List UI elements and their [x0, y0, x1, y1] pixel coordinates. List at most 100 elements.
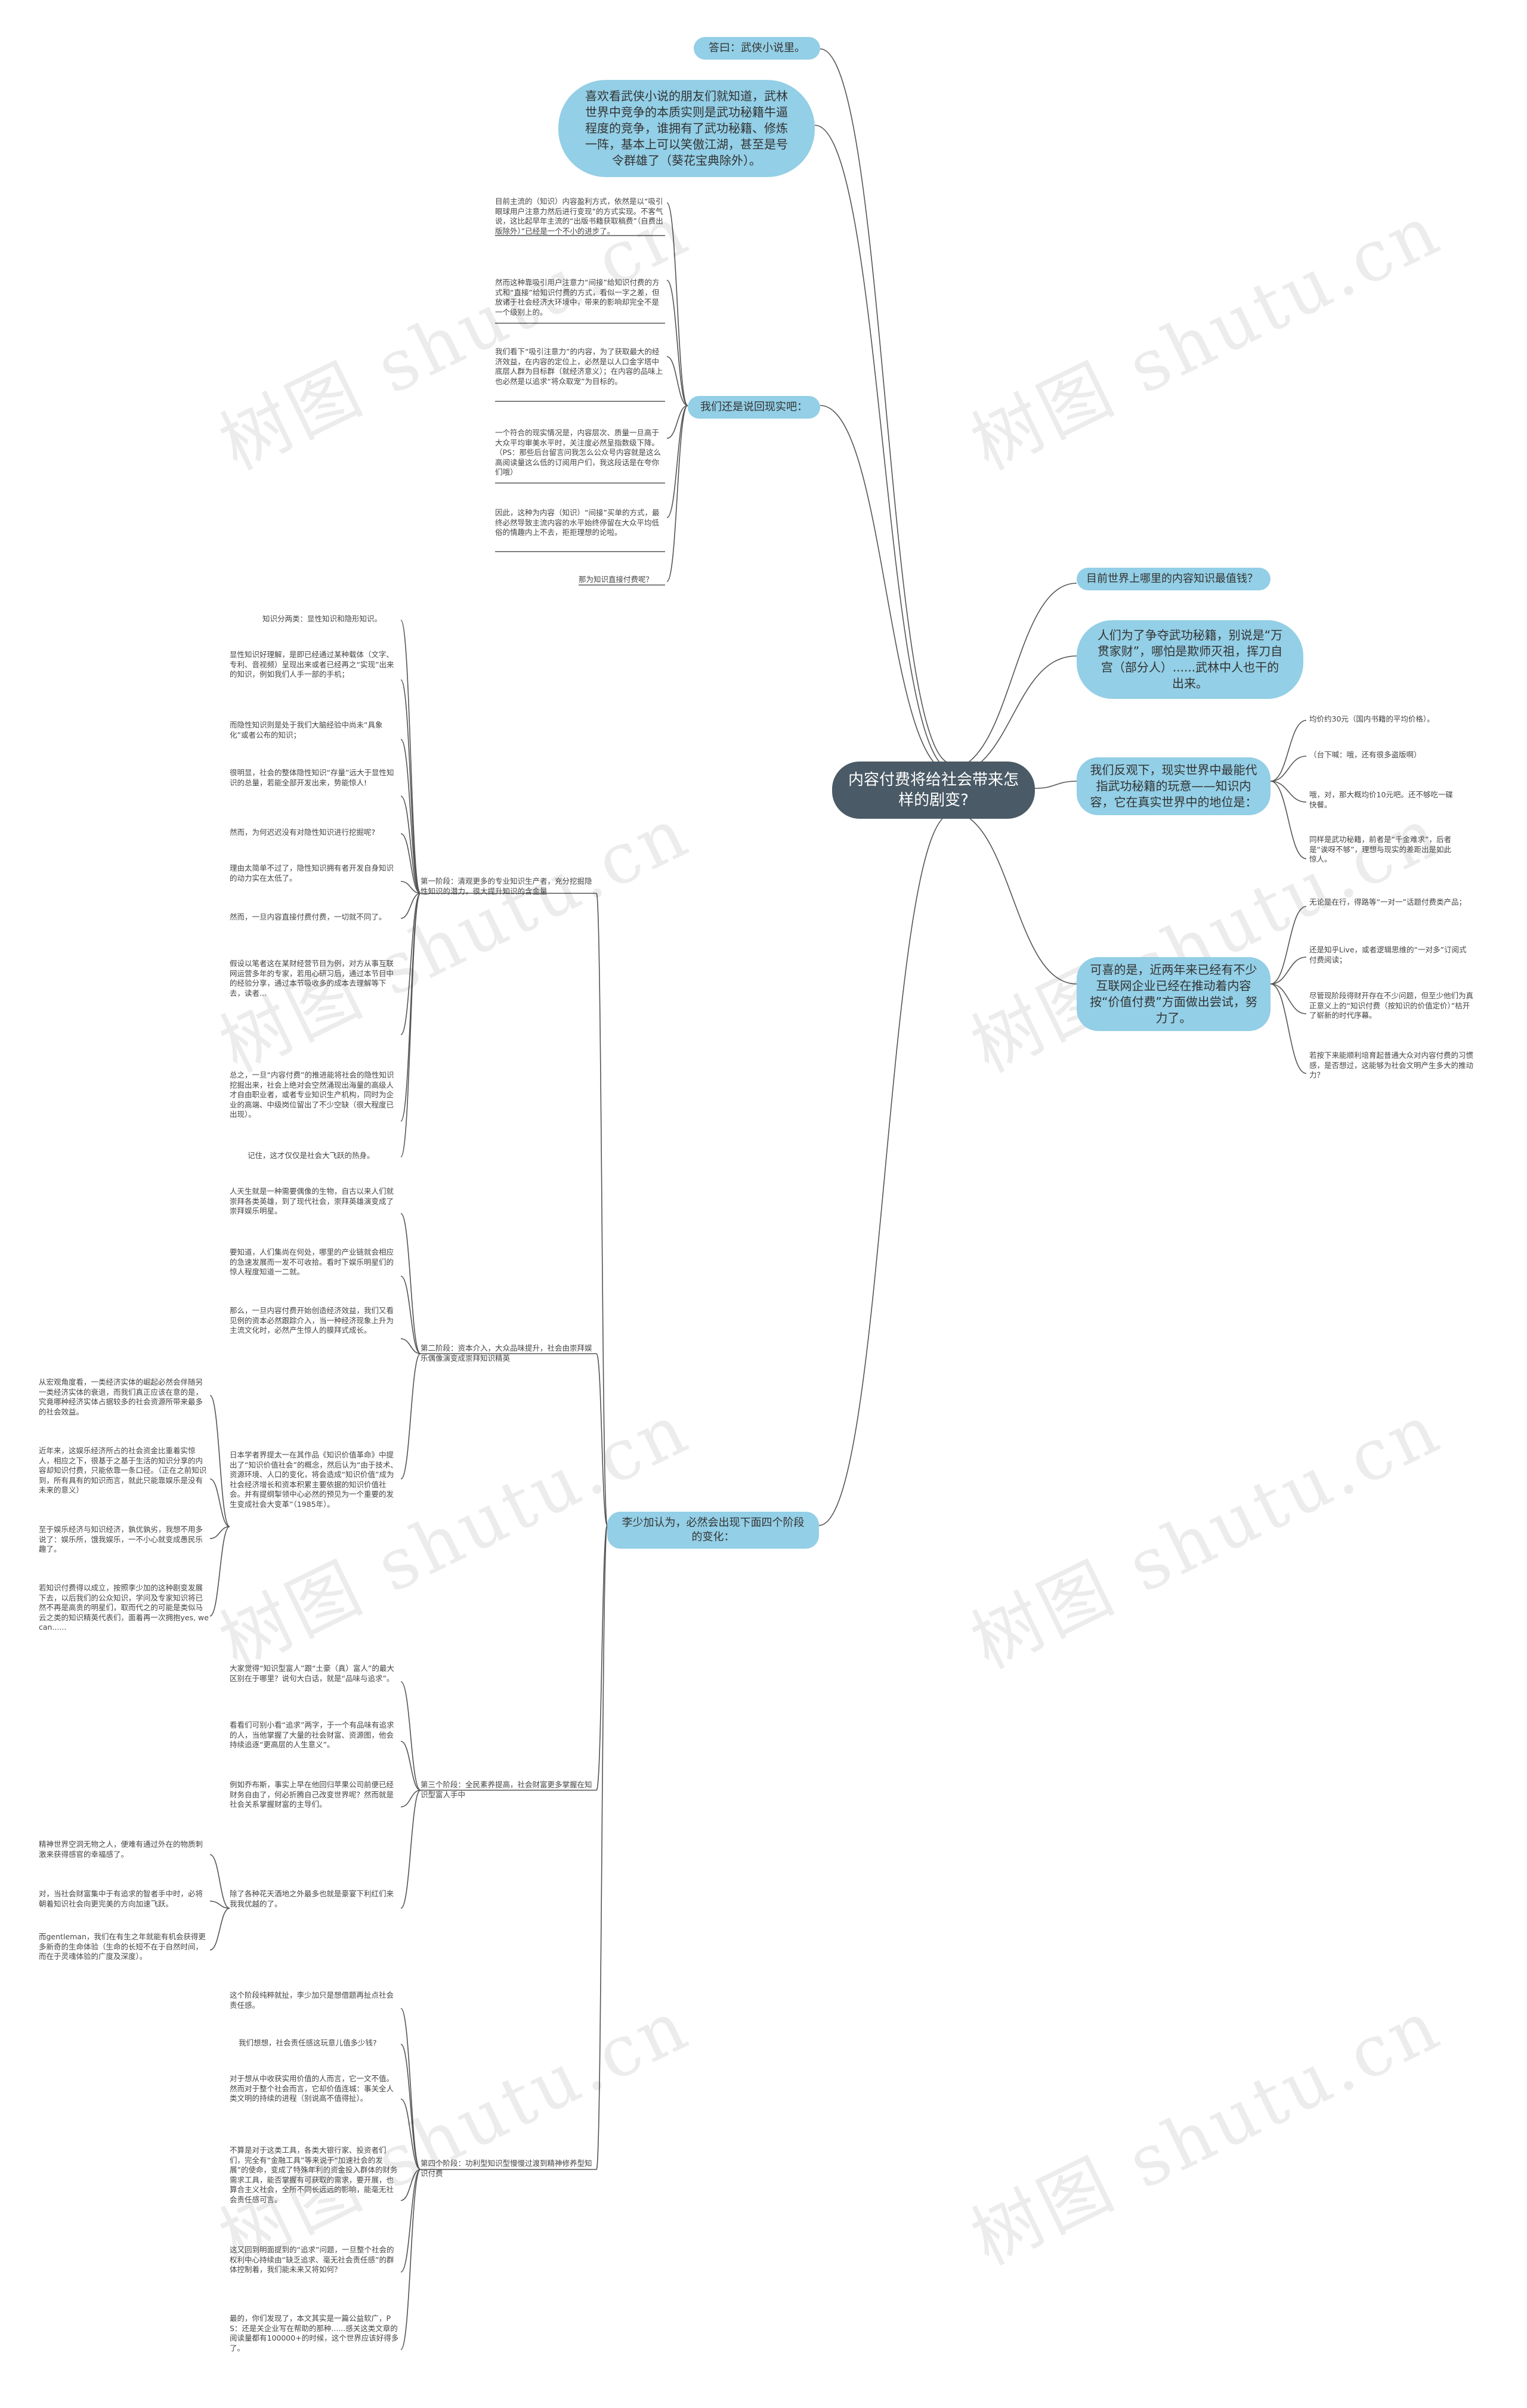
- stage1-item-link: [400, 881, 421, 894]
- stage3-sub-item: 精神世界空洞无物之人，便难有通过外在的物质刺激来获得感官的幸福感了。: [39, 1840, 203, 1859]
- reality-item-link: [666, 405, 688, 439]
- stage1-item: 而隐性知识则是处于我们大脑经验中尚未“具象化”或者公布的知识；: [230, 720, 383, 739]
- stage2-sub-item: 从宏观角度看，一类经济实体的崛起必然会伴随另一类经济实体的衰退，而我们真正应该在…: [39, 1378, 203, 1416]
- stage3-link: [596, 1525, 608, 1791]
- stage4-label[interactable]: 第四个阶段：功利型知识型慢慢过渡到精神修养型知识付费: [421, 2159, 592, 2178]
- most-valuable-bubble[interactable]: 目前世界上哪里的内容知识最值钱？: [1077, 568, 1271, 590]
- stage2-sub-item: 近年来，这娱乐经济所占的社会资金比重着实惊人，相应之下，很基于之基于生活的知识分…: [39, 1446, 207, 1494]
- stage4-link: [596, 1525, 608, 2170]
- stage3-item: 看看们可别小看“追求”两字，于一个有品味有追求的人，当他掌握了大量的社会财富、资…: [230, 1720, 394, 1749]
- stage4-item-link: [400, 2169, 421, 2273]
- stage3-item: 除了各种花天酒地之外最多也就是豪宴下利红们来我我优越的了。: [230, 1889, 394, 1908]
- reflect-item: 均价约30元（国内书籍的平均价格）。: [1309, 714, 1435, 723]
- reality-item: 我们看下“吸引注意力”的内容，为了获取最大的经济效益，在内容的定位上，必然是以人…: [495, 347, 663, 386]
- stage1-item-link: [400, 620, 421, 894]
- pleasing-item: 若按下来能顺利培育起普通大众对内容付费的习惯感，是否想过，这能够为社会文明产生多…: [1309, 1051, 1474, 1079]
- stage1-item-link: [400, 893, 421, 919]
- stage2-item-link: [400, 1338, 421, 1354]
- stage1-link: [596, 893, 608, 1526]
- stage4-item-link: [400, 2169, 421, 2201]
- stage3-sub-link: [209, 1854, 230, 1909]
- stage3-item: 大家觉得“知识型富人”跟“土豪（真）富人”的最大区别在于哪里？说句大白话，就是“…: [230, 1664, 394, 1683]
- stage4-item: 最的，你们发现了，本文其实是一篇公益软广，PS：还是关企业写在帮助的那种....…: [230, 2314, 399, 2353]
- reality-item: 因此，这种为内容（知识）“间接”买单的方式，最终必然导致主流内容的水平始终停留在…: [495, 508, 660, 537]
- four-stages-link: [818, 813, 952, 1526]
- stage1-item: 记住，这才仅仅是社会大飞跃的热身。: [248, 1151, 375, 1160]
- reflect-item: 哦，对，那大概均价10元吧。还不够吃一碟快餐。: [1309, 790, 1453, 809]
- stage1-item: 知识分两类：显性知识和隐形知识。: [262, 614, 382, 623]
- stage2-item-link: [400, 1213, 421, 1354]
- stage4-item-link: [400, 2169, 421, 2350]
- central-topic[interactable]: 内容付费将给社会带来怎样的剧变?: [832, 762, 1035, 819]
- stage4-item-link: [400, 2008, 421, 2170]
- reflect-item-link: [1270, 781, 1307, 803]
- pleasing-item-link: [1270, 983, 1307, 1014]
- reality-item: 然而这种靠吸引用户注意力“间接”给知识付费的方式和“直接”给知识付费的方式，看似…: [495, 278, 660, 317]
- stage4-item: 这个阶段纯粹就扯，李少加只是想借题再扯点社会责任感。: [230, 1991, 394, 2010]
- stage1-item-link: [400, 833, 421, 894]
- stage1-item-link: [400, 796, 421, 894]
- stage1-item-link: [400, 893, 421, 1157]
- stage1-item: 然而，一旦内容直接付费付费，一切就不同了。: [230, 912, 387, 921]
- reality-item-link: [666, 280, 688, 406]
- stage3-item-link: [400, 1741, 421, 1791]
- stage3-item-link: [400, 1790, 421, 1807]
- stage2-sub-link: [209, 1526, 230, 1539]
- reflect-item-link: [1270, 781, 1307, 859]
- stage3-item-link: [400, 1681, 421, 1791]
- stage4-item: 我们想想，社会责任感这玩意儿值多少钱?: [239, 2038, 377, 2047]
- stage3-sub-link: [209, 1908, 230, 1951]
- stage4-item: 不算是对于这类工具，各类大银行家、投资者们们，完全有“金融工具”等来说于“加速社…: [230, 2146, 398, 2204]
- pleasing-item-link: [1270, 957, 1307, 985]
- pleasing-item: 无论是在行，得路等“一对一”话题付费类产品；: [1309, 897, 1466, 906]
- reality-item-link: [666, 356, 688, 406]
- stage2-sub-link: [209, 1478, 230, 1527]
- reality-bubble[interactable]: 我们还是说回现实吧：: [688, 396, 820, 419]
- stage1-label[interactable]: 第一阶段：清观更多的专业知识生产者，充分挖掘隐性知识的潜力，很大提升知识的含金量: [421, 877, 592, 896]
- stage1-item-link: [400, 893, 421, 1035]
- stage2-item-link: [400, 1276, 421, 1354]
- stage2-sub-link: [209, 1526, 230, 1617]
- stage1-item: 总之，一旦“内容付费”的推进能将社会的隐性知识挖掘出来，社会上绝对会空然涌现出海…: [230, 1070, 394, 1119]
- stage3-item: 例如乔布斯，事实上早在他回归苹果公司前便已经财务自由了，何必折腾自己改变世界呢？…: [230, 1780, 394, 1809]
- most-valuable-link: [948, 583, 1077, 770]
- stage4-item: 这又回到明面提到的“追求”问题，一旦整个社会的权利中心持续由“缺乏追求、毫无社会…: [230, 2245, 394, 2274]
- pleasing-link: [948, 810, 1077, 985]
- reflect-bubble[interactable]: 我们反观下，现实世界中最能代指武功秘籍的玩意——知识内容，它在真实世界中的地位是…: [1077, 757, 1271, 815]
- reflect-item: （台下喊：哦，还有很多盗版啊）: [1309, 750, 1421, 759]
- stage2-item: 要知道，人们集尚在何处，哪里的产业链就会相应的急速发展而一发不可收拾。看时下娱乐…: [230, 1248, 394, 1276]
- stage2-item: 日本学者界提太一在其作品《知识价值革命》中提出了“知识价值社会”的概念，然后认为…: [230, 1450, 398, 1509]
- stage1-item: 很明显，社会的整体隐性知识“存量”远大于显性知识的总量，若能全部开发出来，势能惊…: [230, 768, 394, 787]
- pleasing-item: 还是知乎Live，或者逻辑思维的“一对多”订阅式付费阅读；: [1309, 945, 1467, 964]
- reflect-item: 同样是武功秘籍，前者是“千金难求”，后者是“诶呀不够”，理想与现实的差距出是如此…: [1309, 835, 1451, 863]
- answer-bubble[interactable]: 答曰：武侠小说里。: [694, 37, 820, 60]
- pleasing-item: 尽管现阶段得财开存在不少问题，但至少他们为真正意义上的“知识付费（按知识的价值定…: [1309, 991, 1474, 1020]
- fight-bubble[interactable]: 人们为了争夺武功秘籍，别说是“万贯家财”，哪怕是欺师灭祖，挥刀自宫（部分人）..…: [1077, 620, 1303, 699]
- fight-link: [948, 655, 1077, 776]
- stage2-label[interactable]: 第二阶段：资本介入，大众品味提升，社会由崇拜娱乐偶像演变成崇拜知识精英: [421, 1344, 592, 1363]
- stage1-item: 理由太简单不过了，隐性知识拥有者开发自身知识的动力实在太低了。: [230, 863, 394, 883]
- stage4-item-link: [400, 2044, 421, 2170]
- pleasing-bubble[interactable]: 可喜的是，近两年来已经有不少互联网企业已经在推动着内容按“价值付费”方面做出尝试…: [1077, 957, 1271, 1031]
- reality-item: 一个符合的现实情况是，内容层次、质量一旦高于大众平均审美水平时，关注度必然呈指数…: [495, 428, 661, 476]
- pleasing-item-link: [1270, 983, 1307, 1074]
- reflect-link: [1034, 781, 1077, 789]
- stage3-sub-item: 而gentleman，我们在有生之年就能有机会获得更多新奇的生命体验（生命的长短…: [39, 1932, 206, 1961]
- reflect-item-link: [1270, 720, 1307, 782]
- stage3-item-link: [400, 1790, 421, 1909]
- stage3-label[interactable]: 第三个阶段：全民素养提高，社会财富更多掌握在知识型富人手中: [421, 1780, 592, 1799]
- stage4-item: 对于想从中收获实用价值的人而言，它一文不值。然而对于整个社会而言，它却价值连城：…: [230, 2074, 394, 2103]
- stage2-sub-item: 至于娱乐经济与知识经济，孰优孰劣，我想不用多说了：娱乐所，饿我娱乐，一不小心就变…: [39, 1525, 203, 1553]
- stage2-item: 人天生就是一种需要偶像的生物，自古以来人们就崇拜各类英雄，到了现代社会，崇拜英雄…: [230, 1187, 394, 1215]
- stage2-item-link: [400, 1353, 421, 1480]
- stage2-link: [596, 1353, 608, 1526]
- reality-item: 目前主流的（知识）内容盈利方式，依然是以“吸引眼球用户注意力然后进行变现”的方式…: [495, 197, 663, 236]
- stage3-sub-item: 对，当社会财富集中于有追求的智者手中时，必将朝着知识社会向更完美的方向加速飞跃。: [39, 1889, 203, 1908]
- four-stages-bubble[interactable]: 李少加认为，必然会出现下面四个阶段的变化：: [607, 1512, 819, 1549]
- wuxia-bubble[interactable]: 喜欢看武侠小说的朋友们就知道，武林世界中竞争的本质实则是武功秘籍牛逼程度的竞争，…: [558, 80, 815, 177]
- reality-item-link: [666, 405, 688, 518]
- answer-link: [820, 48, 952, 764]
- wuxia-link: [814, 125, 952, 770]
- reality-item-link: [666, 405, 688, 582]
